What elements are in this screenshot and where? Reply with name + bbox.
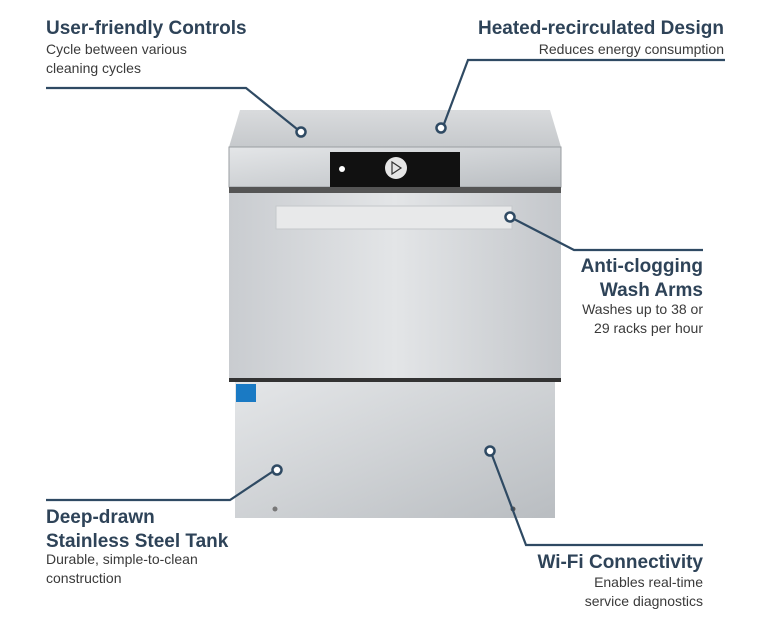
desc-line: service diagnostics	[584, 593, 703, 609]
title-line: Wash Arms	[599, 280, 703, 301]
callout-line-tank	[46, 471, 273, 502]
desc-line: Durable, simple-to-clean	[46, 551, 198, 567]
callout-title-wifi: Wi-Fi Connectivity	[537, 552, 703, 573]
desc-line: Cycle between various	[46, 41, 187, 57]
energy-star-logo	[236, 384, 256, 402]
callout-title-controls: User-friendly Controls	[46, 18, 247, 39]
callout-desc-tank: Durable, simple-to-clean construction	[46, 550, 198, 588]
callout-line-heated	[442, 58, 725, 125]
callout-lines	[46, 58, 725, 547]
callout-title-tank: Deep-drawn Stainless Steel Tank	[46, 506, 228, 554]
callout-dots	[271, 122, 516, 476]
callout-desc-wifi: Enables real-time service diagnostics	[585, 573, 703, 611]
indicator-light	[339, 166, 345, 172]
callout-line-wash-arms	[513, 218, 703, 252]
callout-desc-controls: Cycle between various cleaning cycles	[46, 40, 187, 78]
top-lid	[229, 110, 561, 147]
callout-line-wifi	[490, 454, 703, 547]
title-line: Anti-clogging	[580, 256, 703, 277]
callout-line-controls	[46, 86, 298, 130]
desc-line: construction	[46, 570, 122, 586]
door-handle	[275, 205, 513, 230]
start-button	[385, 157, 407, 179]
callout-title-heated: Heated-recirculated Design	[477, 18, 724, 39]
callout-desc-heated: Reduces energy consumption	[538, 41, 724, 57]
play-icon	[391, 160, 403, 176]
desc-line: Enables real-time	[594, 574, 703, 590]
desc-line: 29 racks per hour	[594, 320, 703, 336]
title-line: Deep-drawn	[46, 507, 155, 528]
title-line: Stainless Steel Tank	[46, 531, 229, 552]
callout-title-wash-arms: Anti-clogging Wash Arms	[581, 255, 703, 303]
lower-panel	[235, 382, 555, 518]
callout-desc-wash-arms: Washes up to 38 or 29 racks per hour	[582, 300, 703, 338]
desc-line: cleaning cycles	[46, 60, 141, 76]
desc-line: Washes up to 38 or	[582, 301, 703, 317]
